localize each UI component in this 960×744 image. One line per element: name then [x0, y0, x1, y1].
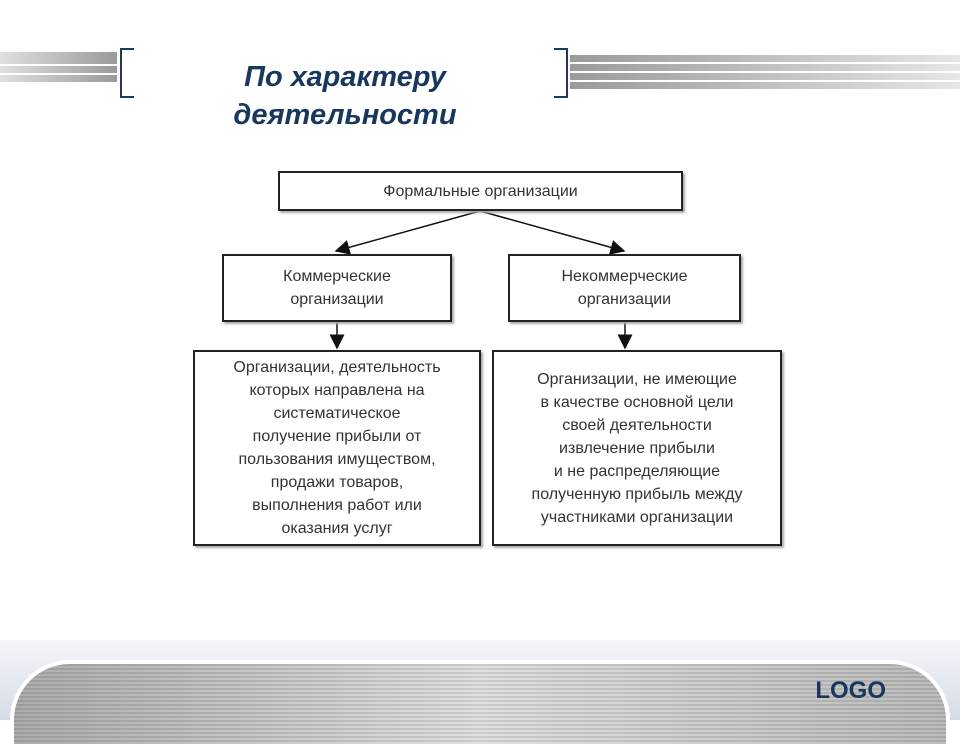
decor-bars-left — [0, 52, 117, 82]
title-line: деятельности — [233, 99, 457, 131]
node-text: Организации, не имеющие — [537, 370, 737, 388]
title-line: По характеру — [244, 61, 446, 93]
title-bracket-right — [554, 48, 568, 98]
node-text: организации — [577, 291, 672, 308]
node-text: оказания услуг — [281, 520, 393, 537]
node-formal-organizations: Формальные организации — [278, 171, 683, 211]
node-text: извлечение прибыли — [559, 439, 715, 457]
decor-bars-right — [570, 55, 960, 89]
node-text: и не распределяющие — [553, 462, 721, 480]
node-commercial: Коммерческие организации — [222, 254, 452, 322]
node-text: получение прибыли от — [252, 428, 422, 445]
node-text: пользования имуществом, — [238, 451, 436, 468]
node-noncommercial: Некоммерческие организации — [508, 254, 741, 322]
node-text: Коммерческие — [283, 268, 391, 285]
title-bracket-left — [120, 48, 134, 98]
arrow-root-left — [334, 210, 481, 255]
logo: LOGO — [815, 677, 886, 704]
node-text: Формальные организации — [383, 182, 578, 200]
node-commercial-description: Организации, деятельность которых направ… — [193, 350, 481, 546]
node-text: систематическое — [273, 405, 401, 422]
node-text: продажи товаров, — [270, 474, 404, 491]
slide-title: По характеру деятельности — [150, 58, 540, 134]
arrow-root-right — [479, 210, 626, 255]
footer-panel — [10, 660, 950, 744]
node-text: Организации, деятельность — [233, 359, 441, 376]
node-noncommercial-description: Организации, не имеющие в качестве основ… — [492, 350, 782, 546]
node-text: полученную прибыль между — [531, 485, 743, 503]
node-text: своей деятельности — [562, 416, 712, 434]
node-text: выполнения работ или — [252, 497, 422, 514]
node-text: в качестве основной цели — [540, 393, 734, 411]
node-text: организации — [290, 291, 384, 308]
node-text: участниками организации — [540, 508, 734, 526]
node-text: Некоммерческие — [561, 268, 688, 285]
diagram-arrows — [329, 210, 633, 350]
node-text: которых направлена на — [249, 382, 425, 399]
